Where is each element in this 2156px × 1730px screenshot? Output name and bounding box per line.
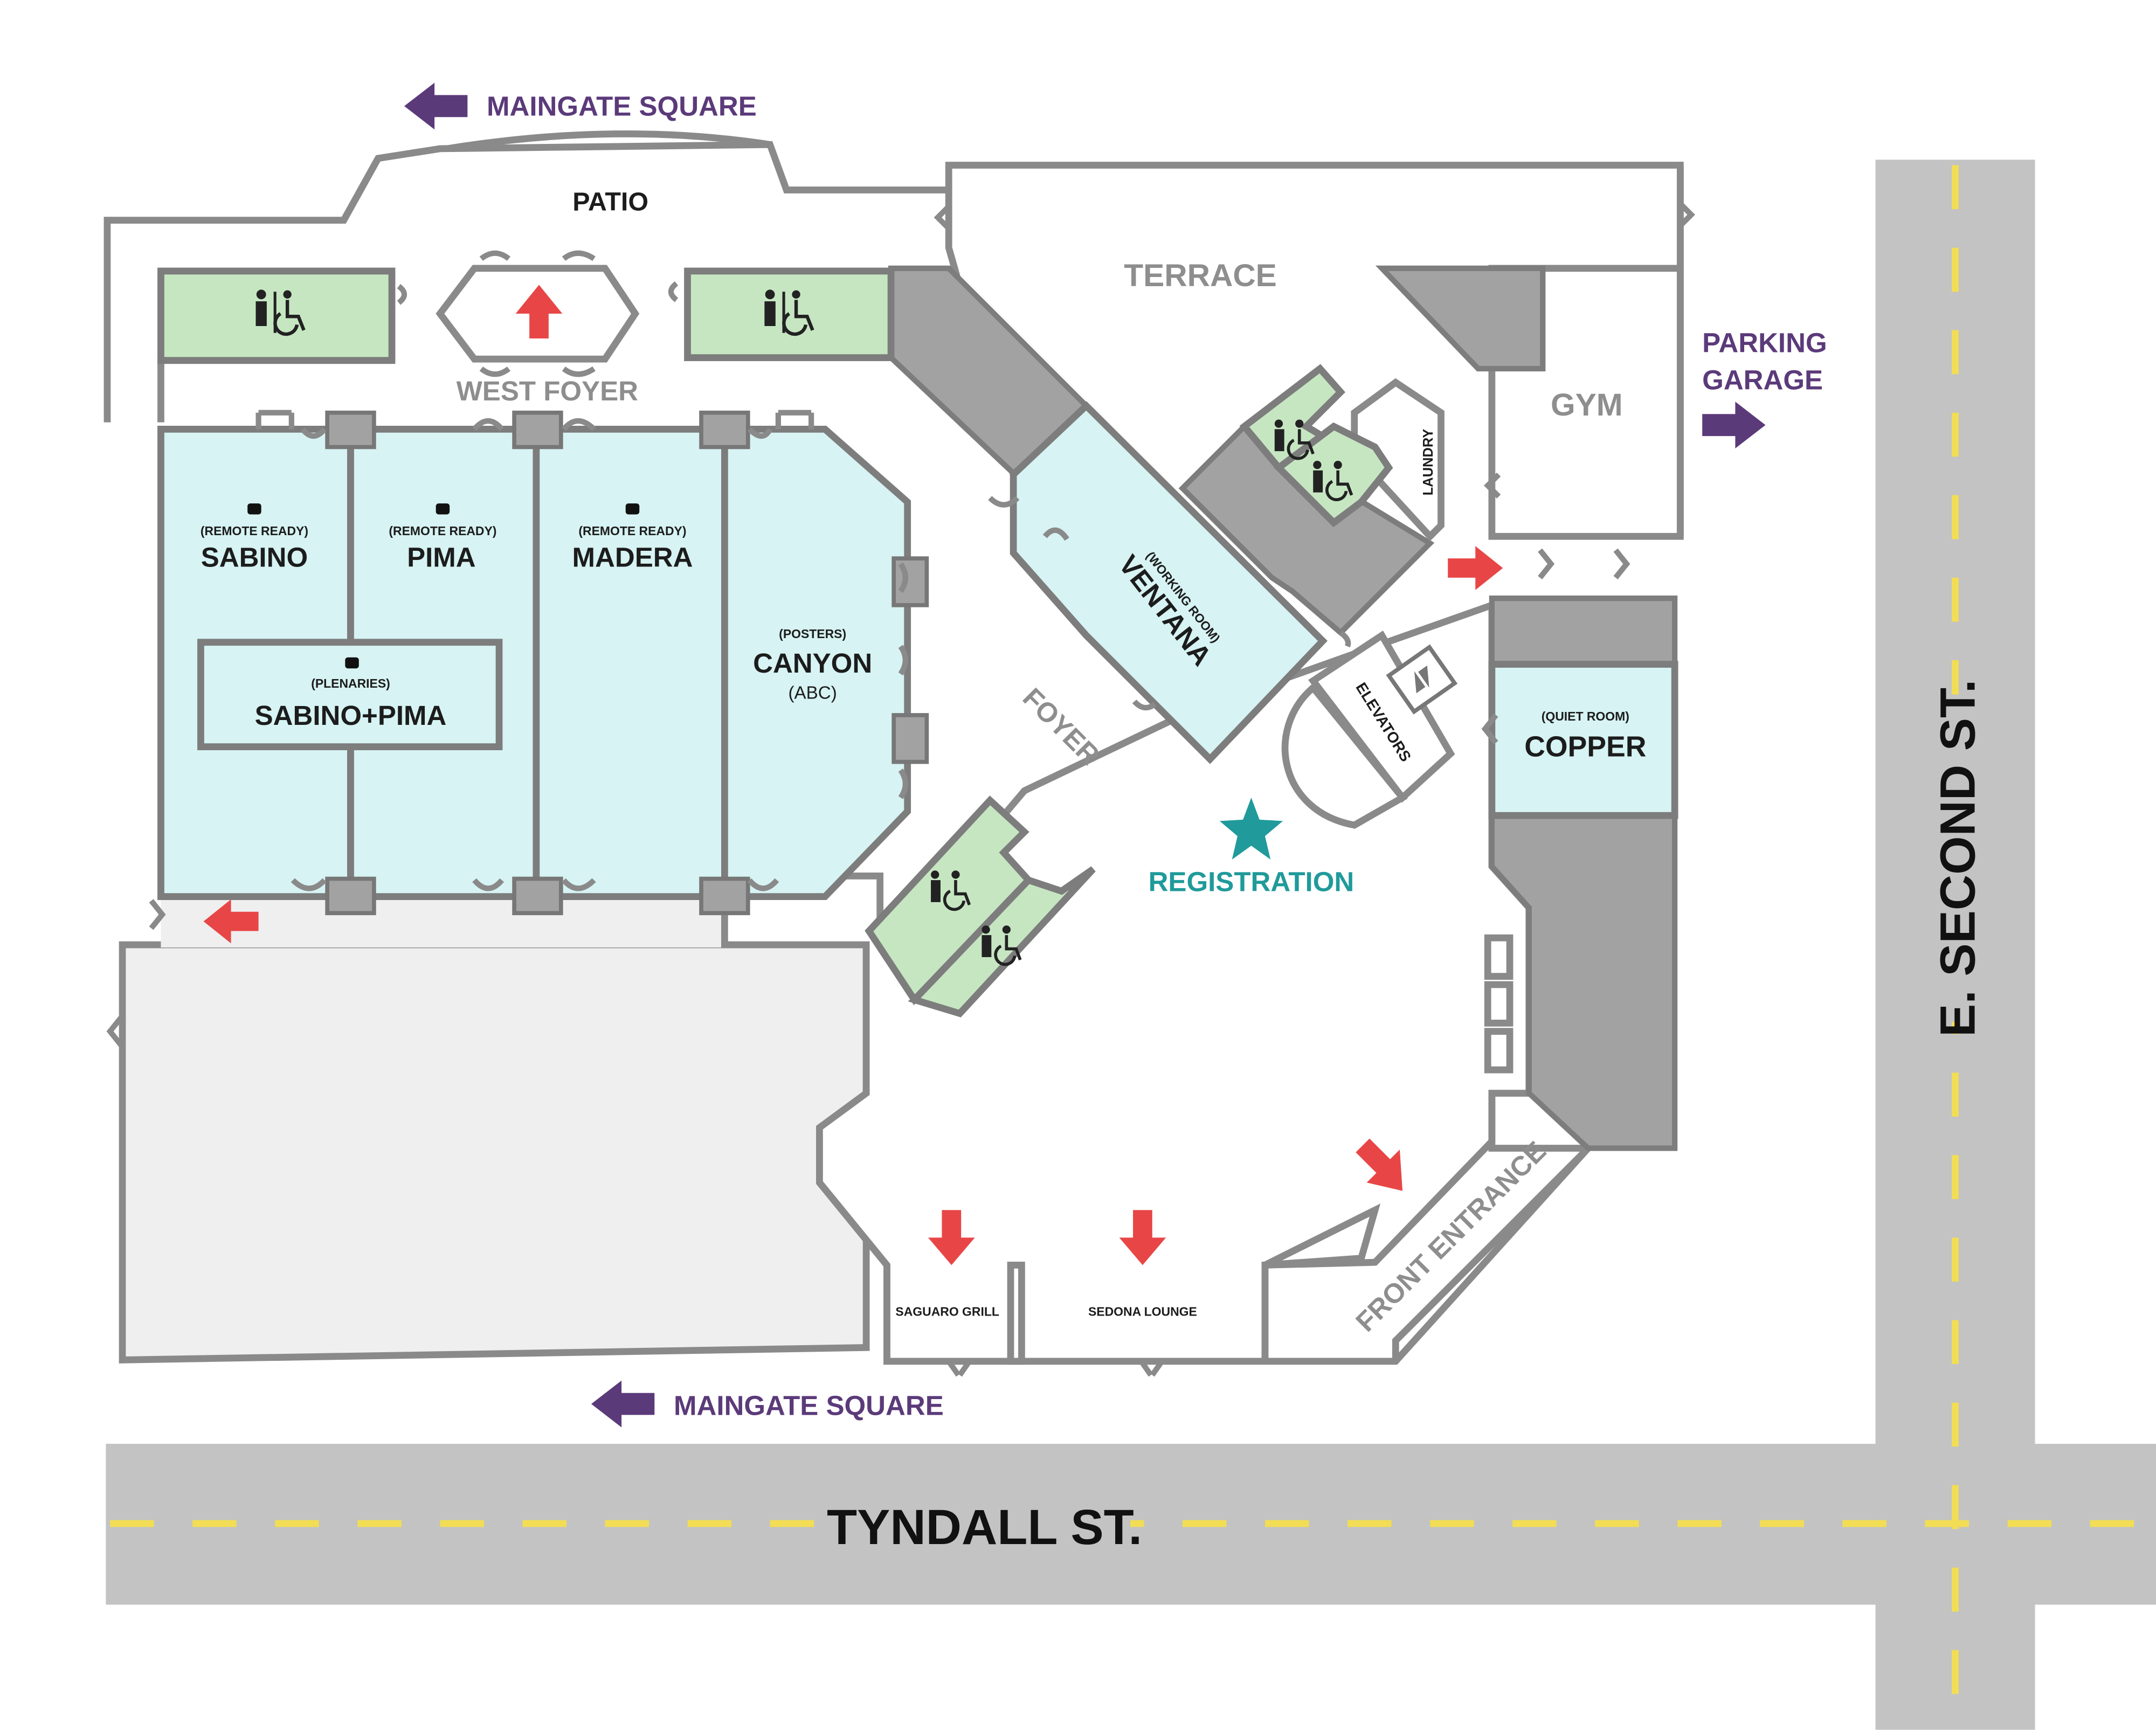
room-ventana[interactable] xyxy=(1010,401,1328,764)
door-swings xyxy=(106,202,1695,1377)
restroom-accessible-icon xyxy=(764,289,814,336)
info-kiosk xyxy=(1484,1028,1514,1074)
restroom-accessible-icon xyxy=(982,925,1022,966)
tyndall-street-label: TYNDALL ST. xyxy=(827,1500,1142,1555)
red-arrow-icon xyxy=(203,899,259,944)
video-camera-icon xyxy=(345,657,359,669)
video-camera-icon xyxy=(625,503,640,515)
terrace-label: TERRACE xyxy=(1124,258,1277,293)
elevator-lobby xyxy=(1281,682,1408,829)
pillar xyxy=(512,876,563,916)
pima-note: (REMOTE READY) xyxy=(389,524,496,538)
pillar xyxy=(892,713,929,764)
sabino-label: SABINO xyxy=(201,542,308,572)
red-arrow-icon xyxy=(1119,1210,1166,1265)
patio-left-door xyxy=(341,156,382,222)
restroom-center[interactable] xyxy=(684,267,895,362)
pillar xyxy=(699,876,750,916)
pillar xyxy=(325,876,376,916)
video-camera-icon xyxy=(436,503,450,515)
star-icon xyxy=(1219,798,1283,860)
lower-exterior-wall xyxy=(817,1180,890,1361)
pillar xyxy=(325,410,376,449)
restroom-accessible-icon xyxy=(1274,419,1315,460)
canyon-sub: (ABC) xyxy=(789,683,837,703)
restroom-accessible-icon xyxy=(931,870,971,911)
restroom-accessible-icon xyxy=(255,289,306,336)
grill-divider xyxy=(1007,1261,1025,1365)
copper-service-top xyxy=(1489,595,1678,667)
pillar xyxy=(512,410,563,449)
west-foyer-label: WEST FOYER xyxy=(457,376,638,406)
meeting-rooms xyxy=(157,401,1678,916)
copper-label: COPPER xyxy=(1524,731,1646,763)
elevator-bank xyxy=(1308,630,1455,803)
pillar xyxy=(699,410,750,449)
restroom-accessible-icon xyxy=(1313,461,1353,502)
madera-note: (REMOTE READY) xyxy=(578,524,686,538)
patio-arc xyxy=(446,130,771,153)
direction-arrows xyxy=(404,82,1766,1428)
canyon-note: (POSTERS) xyxy=(779,627,846,641)
sabino-pima-label: SABINO+PIMA xyxy=(255,700,447,731)
foyer-label: FOYER xyxy=(1017,682,1106,771)
room-copper[interactable] xyxy=(1488,661,1678,819)
patio-label: PATIO xyxy=(572,188,648,217)
purple-arrow-icon xyxy=(591,1380,655,1428)
red-arrow-icon xyxy=(515,285,563,338)
saguaro-grill-label: SAGUARO GRILL xyxy=(895,1305,999,1319)
copper-note: (QUIET ROOM) xyxy=(1542,709,1629,723)
canyon-label: CANYON xyxy=(753,648,872,679)
elevator-icon xyxy=(1386,644,1458,715)
patio-outline xyxy=(103,141,1684,423)
red-arrow-icon xyxy=(1356,1138,1403,1191)
copper-service-bottom xyxy=(1489,813,1678,1151)
front-right-wall xyxy=(1261,1093,1496,1361)
sabino-pima-note: (PLENARIES) xyxy=(311,676,390,690)
second-label-bg xyxy=(1922,694,1988,1022)
sabino-note: (REMOTE READY) xyxy=(201,524,308,538)
gym-label: GYM xyxy=(1551,387,1623,423)
pima-label: PIMA xyxy=(407,542,476,572)
red-arrow-icon xyxy=(928,1210,975,1265)
video-camera-icon xyxy=(247,503,261,515)
exit-arrow-icon xyxy=(203,285,1503,1265)
restroom-foyer-b[interactable] xyxy=(908,866,1096,1018)
tyndall-label-bg xyxy=(836,1489,1130,1555)
red-arrow-icon xyxy=(1448,546,1503,590)
info-kiosk xyxy=(1484,981,1514,1027)
maingate-top-label: MAINGATE SQUARE xyxy=(487,91,757,122)
streets: TYNDALL ST. E. SECOND ST. xyxy=(106,160,2156,1730)
purple-arrow-icon xyxy=(1702,402,1766,449)
lower-left-block xyxy=(119,941,870,1364)
room-madera[interactable] xyxy=(533,425,728,901)
parking-label-line2: GARAGE xyxy=(1702,364,1823,395)
elevators: ELEVATORS xyxy=(1281,630,1458,829)
purple-arrow-icon xyxy=(404,82,468,130)
laundry-label: LAUNDRY xyxy=(1421,429,1436,496)
service-areas: LAUNDRY xyxy=(888,265,1678,1151)
madera-label: MADERA xyxy=(572,542,693,572)
front-entrance-wall xyxy=(1392,1146,1591,1361)
sedona-lounge-label: SEDONA LOUNGE xyxy=(1088,1305,1197,1319)
registration-label: REGISTRATION xyxy=(1149,866,1355,897)
second-street-label: E. SECOND ST. xyxy=(1930,680,1985,1037)
terrace-service xyxy=(1375,265,1546,372)
info-kiosk xyxy=(1484,934,1514,980)
parking-label-line1: PARKING xyxy=(1702,327,1827,358)
maingate-bottom-label: MAINGATE SQUARE xyxy=(674,1390,944,1421)
restrooms xyxy=(157,267,1393,1018)
